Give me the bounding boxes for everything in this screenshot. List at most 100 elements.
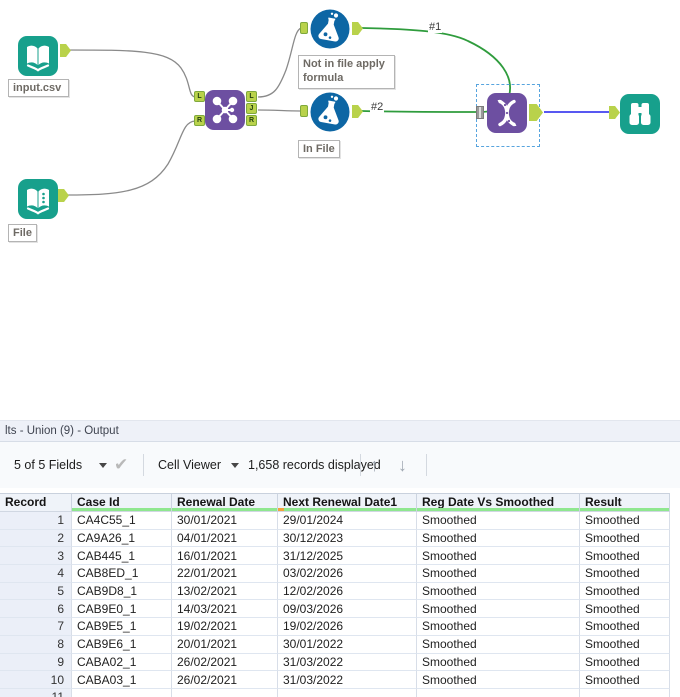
data-cell[interactable]: Smoothed [417, 653, 580, 672]
data-cell[interactable]: Smoothed [580, 671, 670, 689]
data-cell[interactable]: 09/03/2026 [278, 600, 417, 619]
inputcsv-annotation[interactable]: input.csv [8, 79, 69, 97]
data-cell[interactable]: 04/01/2021 [172, 529, 278, 548]
column-header[interactable]: Record [0, 493, 72, 512]
data-cell[interactable]: Smoothed [417, 600, 580, 619]
data-cell[interactable] [72, 688, 172, 697]
data-cell[interactable]: 14/03/2021 [172, 600, 278, 619]
join-input-anchor-l[interactable]: L [194, 91, 205, 102]
fields-caret-icon[interactable] [99, 463, 107, 468]
record-number-cell[interactable]: 10 [0, 671, 72, 689]
input-data-tool-file[interactable] [18, 179, 58, 219]
data-cell[interactable]: CAB9E6_1 [72, 635, 172, 654]
formula-bottom-annotation[interactable]: In File [298, 140, 340, 158]
data-cell[interactable]: 26/02/2021 [172, 671, 278, 689]
data-cell[interactable]: Smoothed [580, 600, 670, 619]
inputcsv-output-anchor[interactable] [60, 44, 71, 57]
data-cell[interactable]: Smoothed [580, 512, 670, 530]
formula-top-annotation[interactable]: Not in file apply formula [298, 55, 395, 89]
join-output-anchor-r[interactable]: R [246, 115, 257, 126]
data-cell[interactable]: 30/01/2021 [172, 512, 278, 530]
record-number-cell[interactable]: 5 [0, 582, 72, 601]
cell-viewer-caret-icon[interactable] [231, 463, 239, 468]
scroll-down-icon[interactable]: ↓ [398, 455, 407, 475]
record-number-cell[interactable]: 8 [0, 635, 72, 654]
data-cell[interactable]: 29/01/2024 [278, 512, 417, 530]
fields-selector[interactable]: 5 of 5 Fields [14, 458, 83, 472]
data-cell[interactable]: 03/02/2026 [278, 565, 417, 583]
join-tool[interactable] [205, 90, 245, 130]
record-number-cell[interactable]: 1 [0, 512, 72, 530]
join-output-anchor-j[interactable]: J [246, 103, 257, 114]
column-header[interactable]: Next Renewal Date1 [278, 493, 417, 512]
data-cell[interactable]: 20/01/2021 [172, 635, 278, 654]
record-number-cell[interactable]: 6 [0, 600, 72, 619]
data-cell[interactable]: CABA03_1 [72, 671, 172, 689]
data-cell[interactable]: Smoothed [580, 565, 670, 583]
join-output-anchor-l[interactable]: L [246, 91, 257, 102]
data-cell[interactable]: Smoothed [580, 582, 670, 601]
formula-tool-bottom[interactable] [310, 92, 350, 132]
data-cell[interactable]: CAB9D8_1 [72, 582, 172, 601]
data-cell[interactable]: Smoothed [580, 547, 670, 566]
wire-join-formula-top[interactable] [257, 27, 302, 98]
column-header[interactable]: Case Id [72, 493, 172, 512]
data-cell[interactable] [278, 688, 417, 697]
data-cell[interactable]: 16/01/2021 [172, 547, 278, 566]
formula-bottom-input-anchor[interactable] [300, 105, 308, 117]
record-number-cell[interactable]: 11 [0, 688, 72, 697]
wire-join-formula-bottom[interactable] [257, 109, 301, 112]
data-cell[interactable]: Smoothed [417, 565, 580, 583]
data-cell[interactable]: 30/12/2023 [278, 529, 417, 548]
formula-top-output-anchor[interactable] [352, 22, 363, 35]
data-cell[interactable]: 22/01/2021 [172, 565, 278, 583]
data-cell[interactable]: Smoothed [417, 582, 580, 601]
browse-tool[interactable] [620, 94, 660, 134]
data-cell[interactable] [417, 688, 580, 697]
data-cell[interactable]: 13/02/2021 [172, 582, 278, 601]
data-cell[interactable]: CA9A26_1 [72, 529, 172, 548]
data-cell[interactable]: Smoothed [580, 635, 670, 654]
join-input-anchor-r[interactable]: R [194, 115, 205, 126]
input-data-tool-csv[interactable] [18, 36, 58, 76]
data-cell[interactable]: 26/02/2021 [172, 653, 278, 672]
data-cell[interactable]: 31/03/2022 [278, 653, 417, 672]
record-number-cell[interactable]: 3 [0, 547, 72, 566]
data-cell[interactable]: CAB8ED_1 [72, 565, 172, 583]
data-cell[interactable]: Smoothed [580, 653, 670, 672]
file-annotation[interactable]: File [8, 224, 37, 242]
data-cell[interactable]: Smoothed [417, 618, 580, 636]
data-cell[interactable]: Smoothed [580, 618, 670, 636]
formula-tool-top[interactable] [310, 9, 350, 49]
file-output-anchor[interactable] [58, 189, 69, 202]
record-number-cell[interactable]: 9 [0, 653, 72, 672]
data-cell[interactable]: Smoothed [417, 512, 580, 530]
wire-inputcsv-join[interactable] [65, 49, 196, 98]
cell-viewer-selector[interactable]: Cell Viewer [158, 458, 221, 472]
browse-input-anchor[interactable] [609, 106, 620, 119]
data-cell[interactable] [172, 688, 278, 697]
data-cell[interactable]: Smoothed [417, 529, 580, 548]
data-cell[interactable]: Smoothed [417, 635, 580, 654]
data-cell[interactable]: Smoothed [580, 529, 670, 548]
data-cell[interactable]: CAB9E0_1 [72, 600, 172, 619]
record-number-cell[interactable]: 2 [0, 529, 72, 548]
data-cell[interactable]: 19/02/2026 [278, 618, 417, 636]
union-tool[interactable] [487, 93, 527, 133]
record-number-cell[interactable]: 7 [0, 618, 72, 636]
record-number-cell[interactable]: 4 [0, 565, 72, 583]
data-cell[interactable]: CABA02_1 [72, 653, 172, 672]
union-input-anchor[interactable] [476, 106, 484, 119]
column-header[interactable]: Result [580, 493, 670, 512]
workflow-canvas[interactable]: #1 #2 input.csv File [0, 0, 680, 420]
data-cell[interactable]: 30/01/2022 [278, 635, 417, 654]
data-cell[interactable] [580, 688, 670, 697]
union-output-anchor[interactable] [529, 104, 543, 121]
data-cell[interactable]: CAB9E5_1 [72, 618, 172, 636]
formula-bottom-output-anchor[interactable] [352, 105, 363, 118]
data-cell[interactable]: 31/03/2022 [278, 671, 417, 689]
formula-top-input-anchor[interactable] [300, 22, 308, 34]
data-cell[interactable]: 31/12/2025 [278, 547, 417, 566]
data-cell[interactable]: 12/02/2026 [278, 582, 417, 601]
data-cell[interactable]: 19/02/2021 [172, 618, 278, 636]
